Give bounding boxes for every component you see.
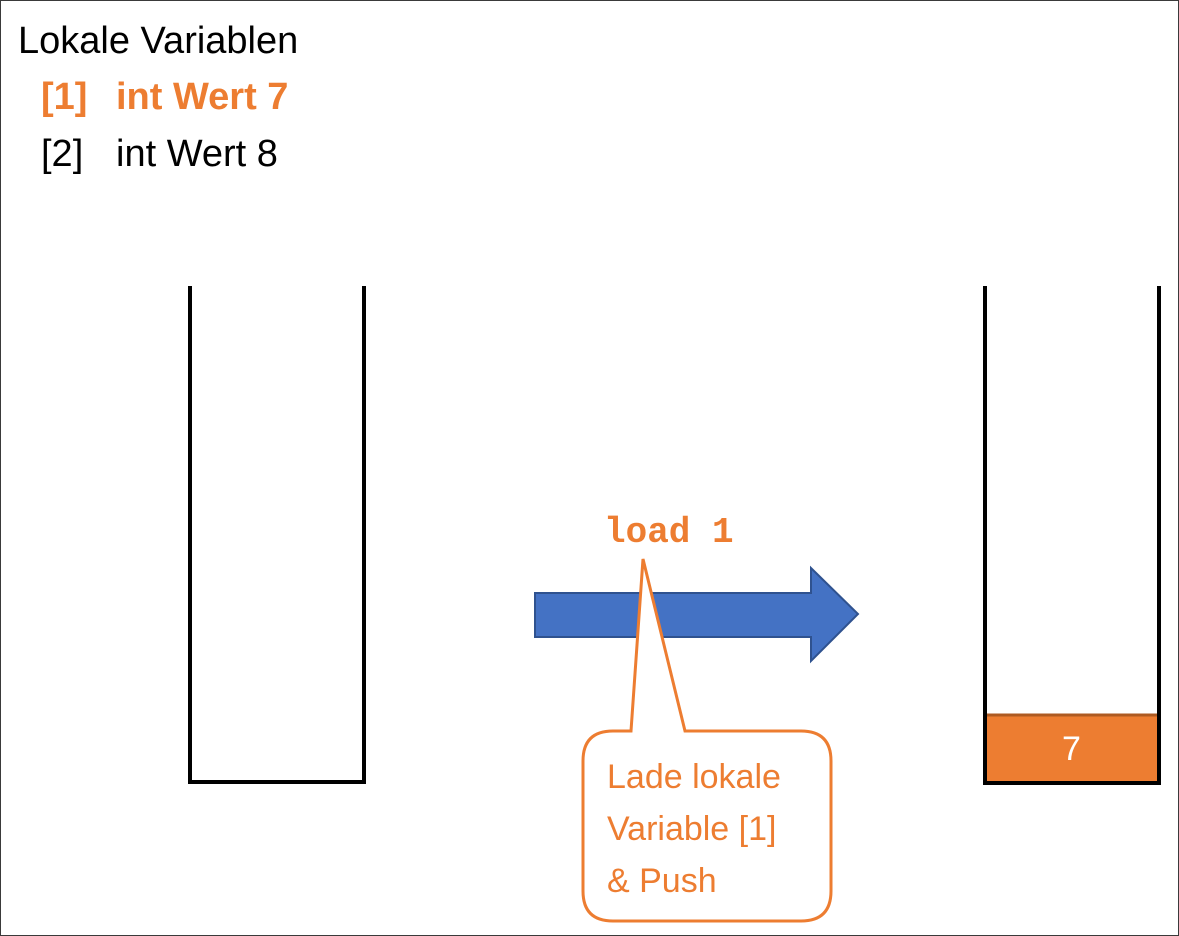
instruction-label: load 1 — [604, 512, 734, 553]
local-variable-1: [1] int Wert 7 — [41, 74, 288, 120]
callout-line-3: & Push — [607, 862, 717, 900]
callout-text: Lade lokale Variable [1] & Push — [607, 751, 781, 907]
local-variable-2: [2] int Wert 8 — [41, 131, 278, 177]
local-variable-2-value: int Wert 8 — [116, 133, 278, 175]
transition-arrow — [534, 565, 860, 664]
local-variables-title: Lokale Variablen — [18, 20, 299, 62]
callout-line-1: Lade lokale — [607, 758, 781, 796]
callout-bubble — [581, 558, 833, 923]
local-variable-1-value: int Wert 7 — [116, 76, 289, 118]
stack-after-container — [983, 286, 1161, 785]
local-variable-2-index: [2] — [41, 133, 84, 175]
callout-line-2: Variable [1] — [607, 810, 777, 848]
local-variable-1-index: [1] — [41, 76, 88, 118]
stack-before-container — [188, 286, 366, 784]
stack-after-slot-value: 7 — [1062, 730, 1081, 768]
